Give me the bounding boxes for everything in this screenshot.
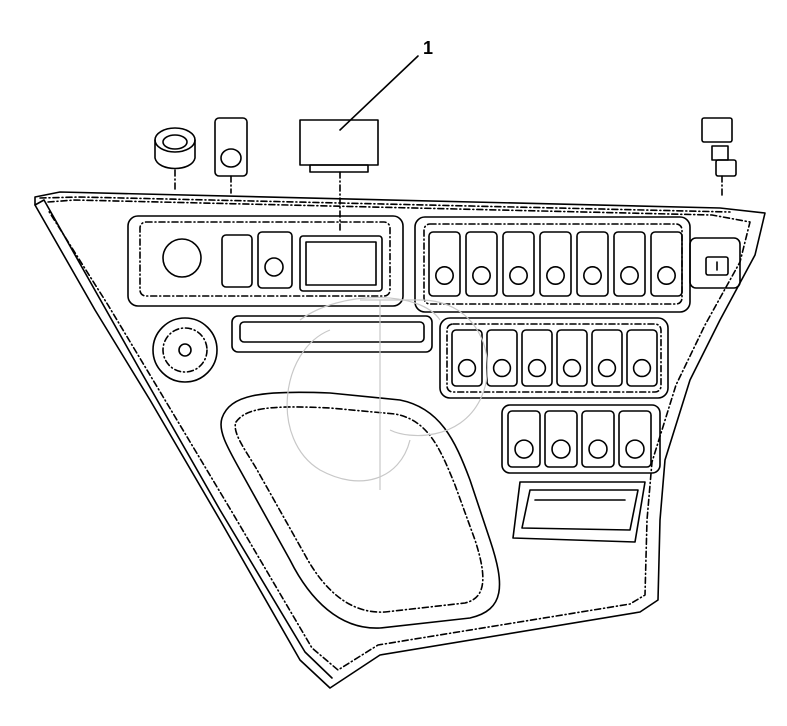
upper-bank-switch-lamp [509, 266, 528, 285]
pocket-inner [234, 406, 484, 613]
middle-bank-switch-lamp [527, 358, 547, 378]
upper-bank-switch [465, 231, 498, 297]
small-switch-part [214, 117, 248, 194]
lower-bank-switch-lamp [625, 439, 645, 459]
middle-bank-switch-lamp [632, 358, 652, 378]
storage-tray [512, 481, 646, 543]
callout-1-leader [339, 55, 419, 131]
lower-bank-switch-lamp [551, 439, 571, 459]
display-window-inner [305, 241, 377, 286]
lower-bank-switch [581, 410, 615, 468]
single-switch-cap [701, 117, 733, 143]
pocket-outer [220, 391, 501, 629]
knob-cap-inner [162, 134, 188, 150]
small-switch-lens [220, 148, 242, 168]
slot-vent-outer [231, 315, 433, 353]
single-switch-clip [715, 159, 737, 177]
watermark-logo [286, 297, 489, 490]
display-module-base [309, 164, 369, 173]
single-switch-frame [689, 237, 741, 289]
upper-bank-switch [502, 231, 535, 297]
middle-bank-switch [626, 329, 658, 387]
single-switch-housing [689, 237, 741, 289]
tray-outline [512, 481, 646, 543]
rocker-switch-slot [257, 231, 293, 289]
upper-bank-switch-lamp [472, 266, 491, 285]
upper-bank-switch [539, 231, 572, 297]
middle-bank-switch [451, 329, 483, 387]
upper-switch-bank [414, 216, 691, 313]
tray-opening [521, 489, 639, 531]
middle-bank-switch-lamp [562, 358, 582, 378]
upper-bank-switch [428, 231, 461, 297]
ignition-knob-part [154, 127, 196, 193]
lower-bank-switch [618, 410, 652, 468]
display-module-top [299, 119, 379, 166]
middle-bank-switch [486, 329, 518, 387]
rotary-knob-mount [152, 317, 218, 383]
knob-center [178, 343, 192, 357]
large-pocket [220, 391, 501, 629]
middle-bank-bezel [446, 323, 662, 393]
single-switch-button [705, 256, 729, 276]
single-switch-stem [711, 145, 729, 161]
upper-bank-switch-lamp [546, 266, 565, 285]
small-switch-slot [221, 234, 253, 288]
display-window-slot [299, 235, 383, 292]
middle-bank-switch [521, 329, 553, 387]
left-cluster-bezel [139, 221, 391, 297]
panel-front-rim [34, 199, 333, 679]
middle-switch-bank [439, 317, 669, 399]
knob-outer-ring [152, 317, 218, 383]
panel-rim-line [39, 196, 731, 213]
ignition-socket [162, 238, 202, 278]
lower-bank-switch-lamp [588, 439, 608, 459]
slot-vent [231, 315, 433, 353]
middle-bank-switch-lamp [457, 358, 477, 378]
left-cluster-housing [127, 215, 404, 307]
upper-bank-switch-lamp [435, 266, 454, 285]
upper-bank-switch-lamp [620, 266, 639, 285]
upper-bank-switch-lamp [583, 266, 602, 285]
upper-bank-bezel [423, 223, 683, 305]
middle-bank-switch-lamp [597, 358, 617, 378]
display-module-part [299, 119, 379, 233]
panel-inner-edge [47, 199, 751, 671]
callout-1-label: 1 [423, 38, 433, 58]
lower-bank-switch-lamp [514, 439, 534, 459]
lower-bank-switch [507, 410, 541, 468]
left-control-cluster [127, 215, 404, 307]
lower-bank-housing [501, 404, 661, 474]
upper-bank-switch [576, 231, 609, 297]
exploded-parts [154, 117, 737, 233]
lower-switch-bank [501, 404, 661, 474]
middle-bank-housing [439, 317, 669, 399]
dashboard-panel [34, 191, 766, 689]
middle-bank-switch-lamp [492, 358, 512, 378]
upper-bank-switch [613, 231, 646, 297]
lower-bank-switch [544, 410, 578, 468]
slot-vent-inner [239, 321, 425, 343]
upper-bank-switch [650, 231, 683, 297]
upper-bank-switch-lamp [657, 266, 676, 285]
knob-inner-ring [162, 327, 208, 373]
middle-bank-switch [556, 329, 588, 387]
middle-bank-switch [591, 329, 623, 387]
rocker-switch-lamp [264, 257, 284, 277]
knob-cap-body [154, 139, 196, 170]
panel-outer-edge [34, 191, 766, 689]
single-switch-part [701, 117, 737, 196]
